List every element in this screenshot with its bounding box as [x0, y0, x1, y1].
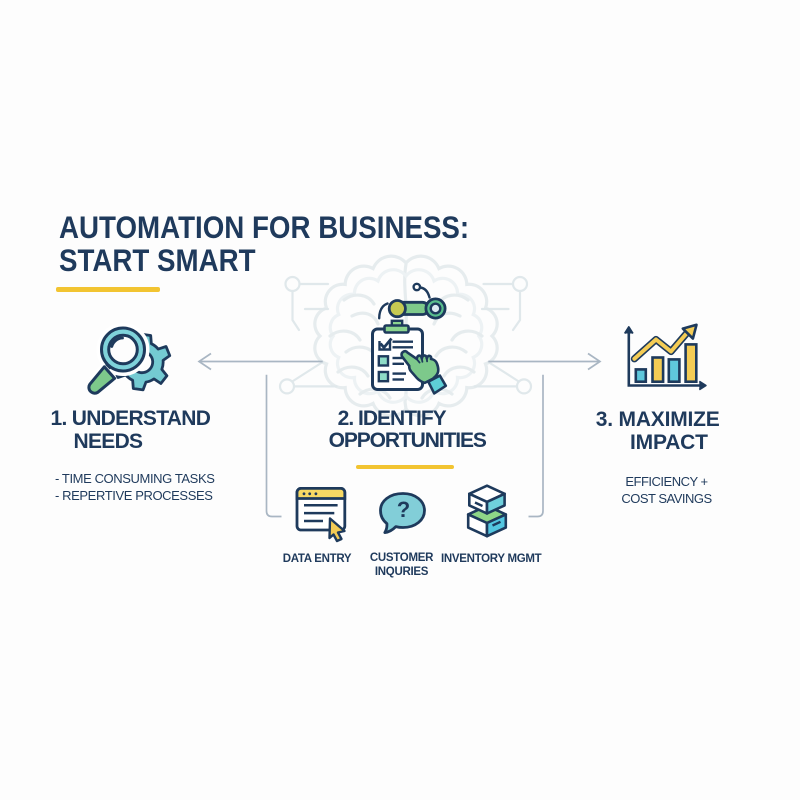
- svg-text:?: ?: [397, 497, 410, 522]
